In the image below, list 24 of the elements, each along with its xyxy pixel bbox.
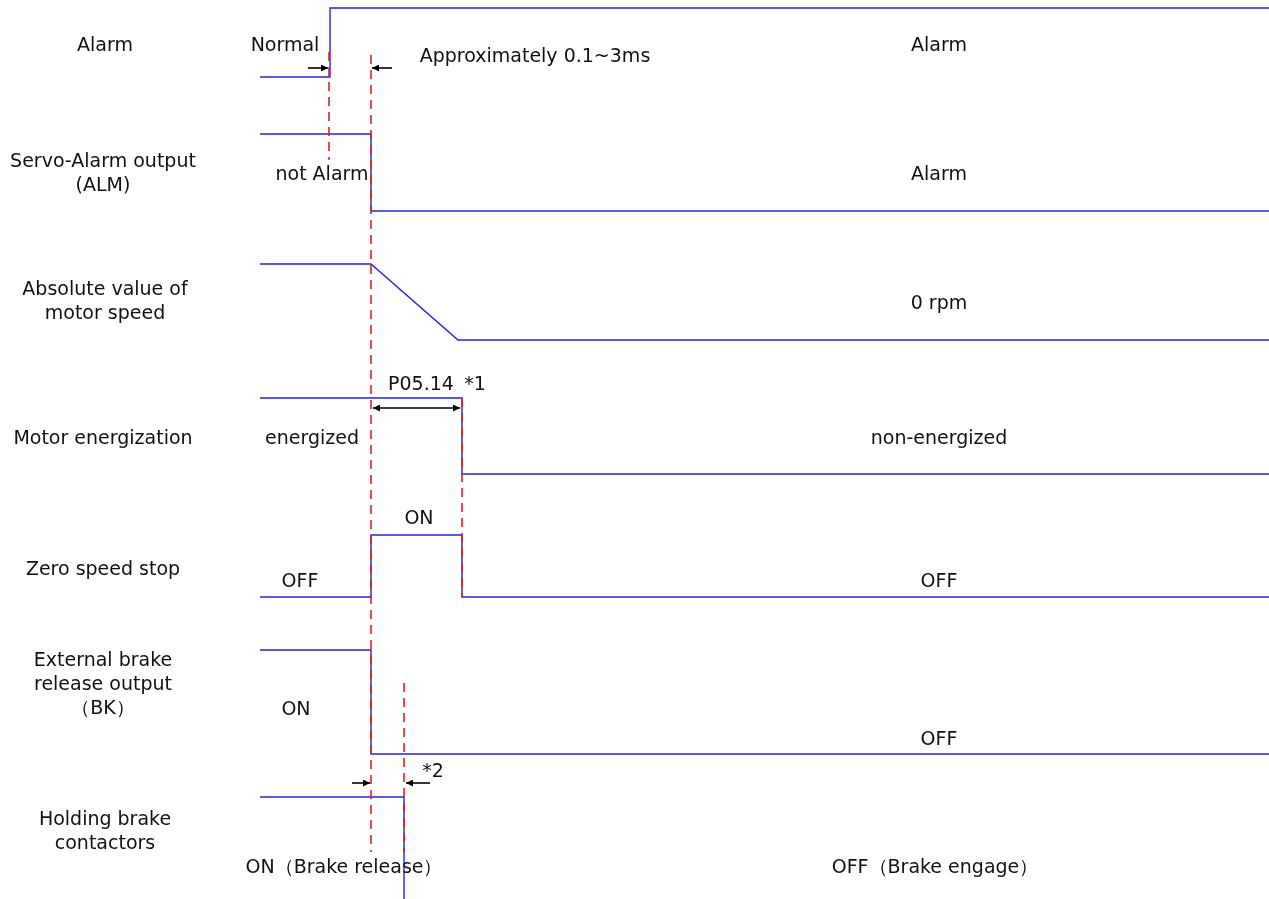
state-label: OFF [281, 568, 319, 592]
state-label: energized [265, 425, 359, 449]
state-label: OFF [920, 726, 958, 750]
signal-name: Alarm [77, 32, 133, 56]
state-label: ON [404, 505, 434, 529]
state-label: not Alarm [275, 161, 369, 185]
state-label: 0 rpm [910, 290, 968, 314]
timing-note: Approximately 0.1~3ms [419, 43, 651, 67]
state-label: non-energized [870, 425, 1008, 449]
state-label: OFF [920, 568, 958, 592]
signal-name: External brake release output （BK） [32, 647, 174, 719]
state-label: OFF（Brake engage） [831, 854, 1039, 878]
timing-note: *1 [464, 371, 486, 395]
state-label: ON [281, 696, 311, 720]
signal-name: Motor energization [13, 425, 193, 449]
state-label: Alarm [911, 161, 967, 185]
signal-name: Zero speed stop [25, 556, 181, 580]
signal-name: Absolute value of motor speed [21, 276, 189, 324]
signal-name: Servo-Alarm output (ALM) [9, 148, 197, 196]
signal-name: Holding brake contactors [37, 806, 173, 854]
timing-note: *2 [422, 758, 444, 782]
state-label: Normal [250, 32, 320, 56]
timing-note: P05.14 [388, 371, 454, 395]
state-label: Alarm [911, 32, 967, 56]
